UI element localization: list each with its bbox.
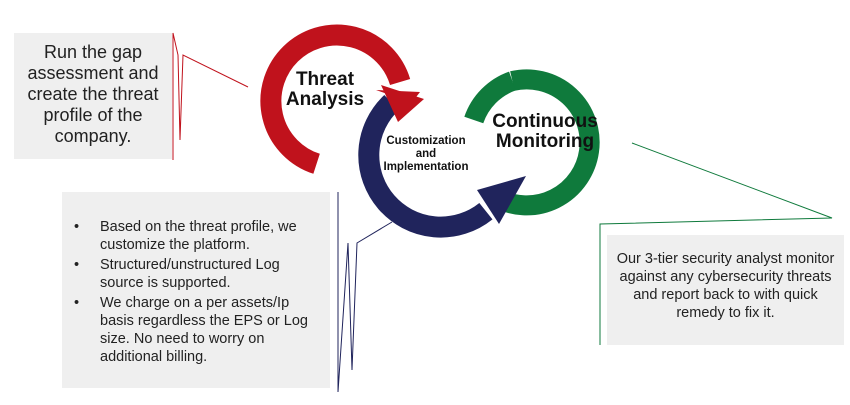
callout-line-threat	[172, 32, 249, 160]
customization-arrowhead	[477, 176, 526, 224]
monitoring-ring	[490, 69, 600, 216]
customization-label: Customization and Implementation	[360, 135, 492, 174]
customization-line-3: Implementation	[383, 161, 469, 173]
threat-arrowhead-tip	[381, 85, 424, 122]
gap-assessment-text: Run the gap assessment and create the th…	[27, 42, 159, 146]
customization-bullet-list: Based on the threat profile, we customiz…	[70, 218, 322, 366]
threat-ring	[260, 24, 411, 174]
threat-analysis-line-2: Analysis	[285, 89, 365, 110]
callout-line-monitoring	[599, 142, 833, 345]
callout-line-customization	[337, 192, 393, 393]
customization-line-2: and	[415, 148, 437, 160]
monitoring-details-box: Our 3-tier security analyst monitor agai…	[607, 235, 844, 345]
customization-details-box: Based on the threat profile, we customiz…	[62, 192, 330, 388]
customization-line-1: Customization	[386, 135, 466, 147]
bullet-item: We charge on a per assets/Ip basis regar…	[74, 294, 322, 366]
gap-assessment-box: Run the gap assessment and create the th…	[14, 33, 172, 159]
threat-analysis-line-1: Threat	[295, 69, 355, 90]
monitoring-line-1: Continuous	[492, 111, 598, 132]
bullet-item: Based on the threat profile, we customiz…	[74, 218, 322, 254]
monitoring-details-text: Our 3-tier security analyst monitor agai…	[616, 251, 835, 321]
monitoring-line-2: Monitoring	[495, 131, 595, 152]
continuous-monitoring-label: Continuous Monitoring	[480, 112, 610, 152]
threat-analysis-label: Threat Analysis	[270, 70, 380, 110]
monitoring-ring-tail	[464, 71, 517, 124]
customization-ring	[358, 94, 493, 238]
bullet-item: Structured/unstructured Log source is su…	[74, 256, 322, 292]
